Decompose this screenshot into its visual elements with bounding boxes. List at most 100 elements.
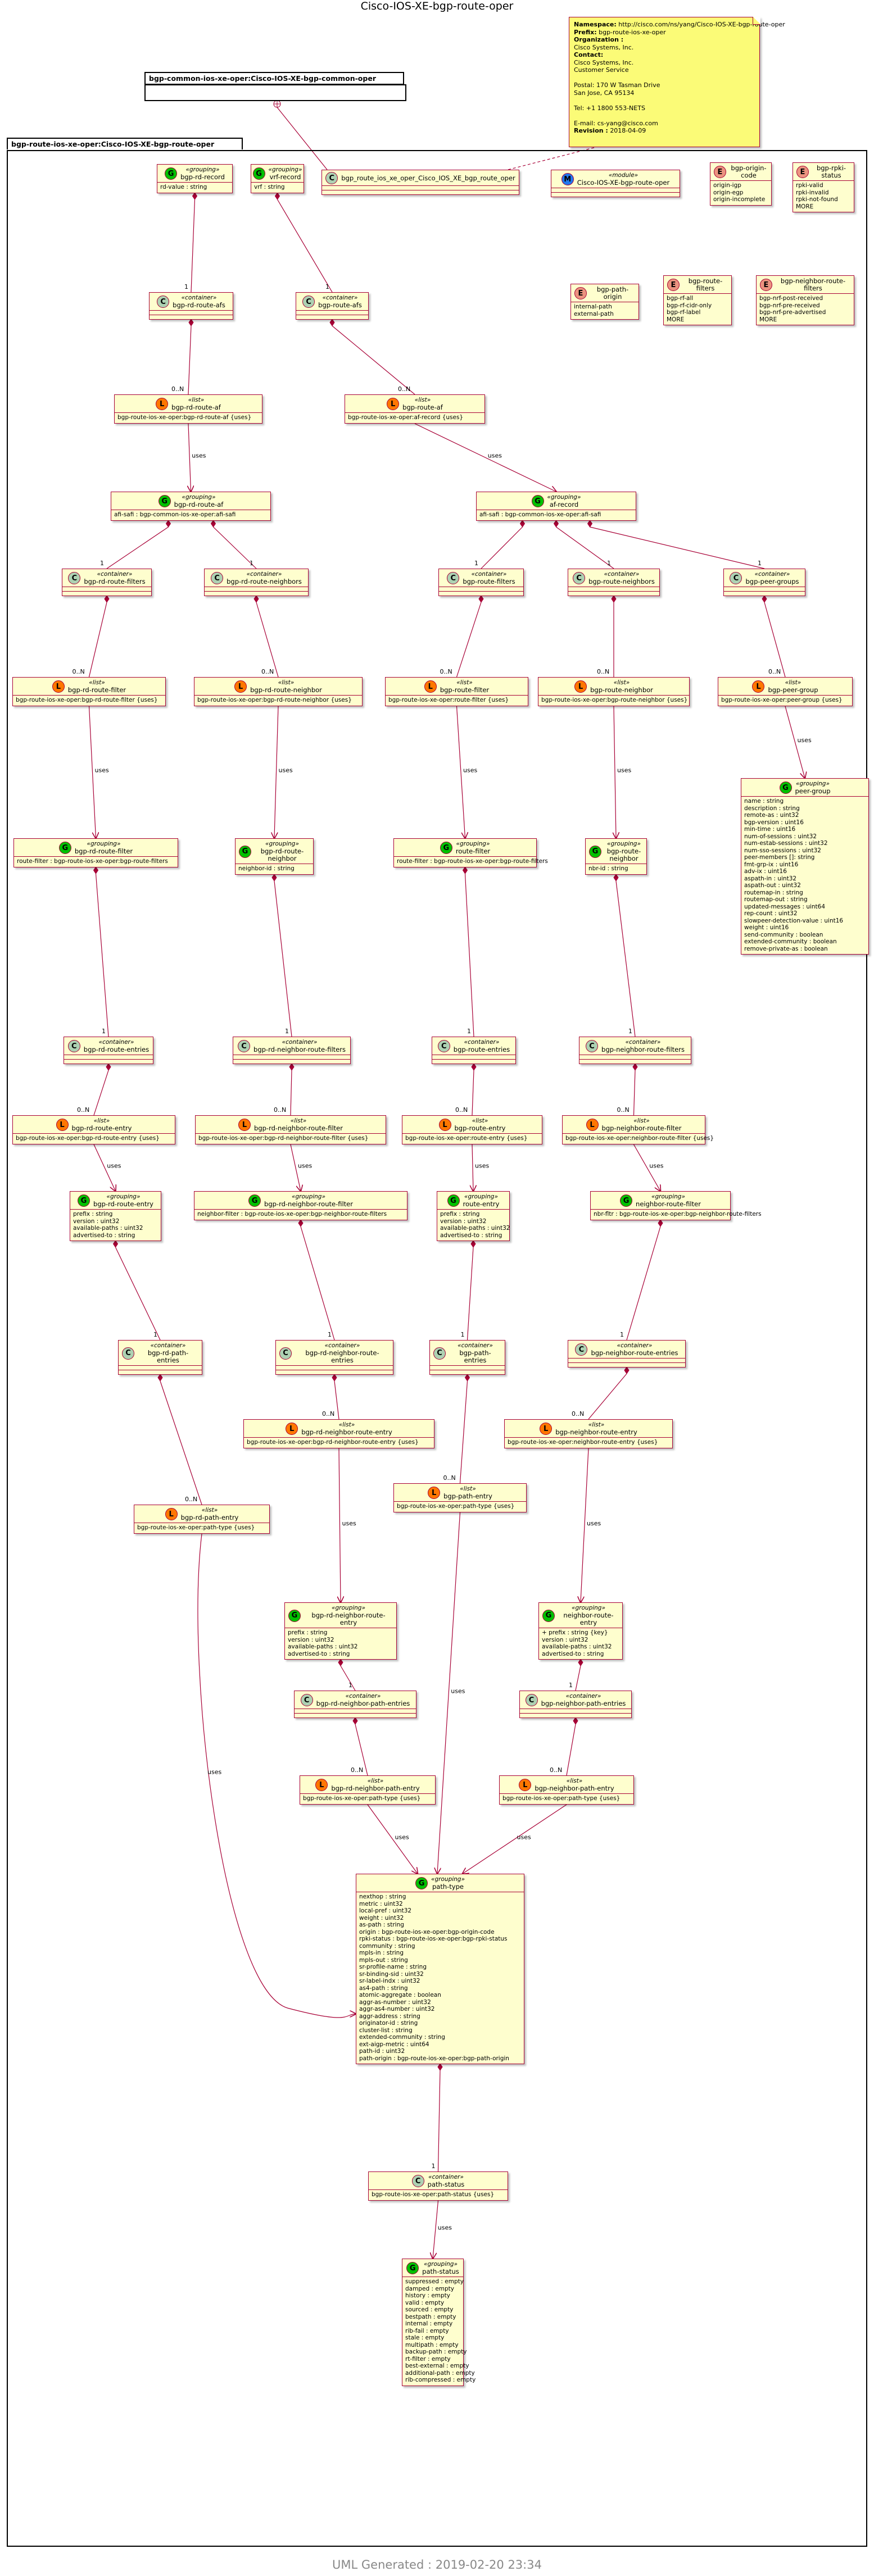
node-attributes: bgp-route-ios-xe-oper:neighbor-route-fil…	[563, 1133, 714, 1144]
node-name: bgp-rd-path-entries	[147, 1349, 189, 1364]
node-name: bgp-rd-neighbor-path-entry	[331, 1784, 420, 1792]
edge-24	[464, 873, 474, 1037]
edge-8	[213, 526, 257, 569]
node-attributes	[724, 587, 805, 591]
grouping-icon: G	[239, 845, 251, 858]
multiplicity-one: 1	[348, 1682, 352, 1689]
node-attributes: rd-value : string	[157, 182, 232, 193]
node-name: bgp-path-origin	[596, 285, 629, 301]
container-icon: C	[730, 572, 742, 584]
edge-9	[481, 526, 523, 569]
attribute: description : string	[744, 805, 800, 812]
node-attributes	[295, 1709, 416, 1713]
list-icon: L	[752, 680, 765, 693]
attribute: origin-incomplete	[713, 196, 766, 203]
attribute: bgp-route-ios-xe-oper:bgp-rd-neighbor-ro…	[198, 1135, 369, 1142]
attribute: rep-count : uint32	[744, 910, 798, 917]
enumeration-icon: E	[667, 279, 680, 291]
node-header: L«list»bgp-neighbor-route-entry	[505, 1420, 672, 1437]
multiplicity-many: 0..N	[261, 668, 274, 675]
edge-19	[456, 706, 465, 838]
edge-45	[575, 1665, 581, 1691]
node-header: G«grouping»bgp-rd-route-af	[111, 492, 270, 510]
attribute: as4-path : string	[359, 1984, 408, 1992]
enumeration-icon: E	[574, 287, 587, 299]
edge-4	[332, 325, 415, 395]
attribute: rpki-status : bgp-route-ios-xe-oper:bgp-…	[359, 1936, 508, 1942]
attribute: num-sso-sessions : uint32	[744, 847, 821, 854]
container-icon: C	[211, 572, 224, 584]
node-methods	[322, 190, 519, 194]
node-name: bgp-rd-route-afs	[173, 301, 225, 309]
node-header: G«grouping»route-filter	[394, 839, 536, 856]
edge-29	[633, 1070, 636, 1116]
edge-52	[437, 2070, 441, 2172]
node-header: L«list»bgp-rd-neighbor-path-entry	[300, 1776, 435, 1793]
attribute: origin : bgp-route-ios-xe-oper:bgp-origi…	[359, 1928, 495, 1936]
diagram-footer: UML Generated : 2019-02-20 23:34	[332, 2558, 542, 2572]
node-name: bgp-neighbor-route-filters	[780, 277, 846, 292]
package-main	[7, 150, 867, 2547]
node-header: C«container»bgp-route-entries	[432, 1037, 515, 1055]
uses-label: uses	[587, 1520, 601, 1527]
node-stereotype: «module»	[608, 172, 638, 179]
attribute: path-origin : bgp-route-ios-xe-oper:bgp-…	[359, 2055, 509, 2062]
node-header: G«grouping»bgp-route-neighbor	[586, 839, 646, 864]
grouping-icon: G	[620, 1194, 633, 1207]
node-stereotype: «grouping»	[292, 1193, 325, 1200]
multiplicity-many: 0..N	[398, 385, 410, 393]
node-header: G«grouping»path-status	[402, 2259, 463, 2277]
node-name: bgp-rd-route-neighbor	[260, 847, 304, 862]
edge-2	[277, 199, 333, 293]
node-methods	[150, 315, 233, 319]
multiplicity-one: 1	[461, 1331, 465, 1338]
attribute: bgp-route-ios-xe-oper:af-record {uses}	[348, 414, 464, 421]
node-header: G«grouping»peer-group	[741, 779, 868, 796]
node-name: bgp-rd-neighbor-route-filter	[254, 1124, 343, 1132]
multiplicity-one: 1	[325, 283, 329, 290]
node-methods	[551, 192, 680, 197]
node-name: bgp-peer-group	[768, 686, 818, 694]
node-header: C«container»bgp-route-afs	[296, 293, 368, 310]
attribute: version : uint32	[542, 1636, 588, 1643]
node-header: L«list»bgp-neighbor-route-filter	[563, 1116, 705, 1133]
attribute: bgp-rf-all	[667, 295, 694, 302]
attribute: bgp-version : uint16	[744, 819, 804, 826]
node-attributes: bgp-route-ios-xe-oper:route-filter {uses…	[386, 695, 528, 706]
node-attributes: bgp-route-ios-xe-oper:bgp-rd-route-neigh…	[194, 695, 362, 706]
container-icon: C	[573, 572, 586, 584]
node-name: route-entry	[463, 1200, 500, 1208]
node-header: C«container»bgp-neighbor-route-filters	[579, 1037, 691, 1055]
node-name: bgp-neighbor-route-filter	[601, 1124, 682, 1132]
node-stereotype: «container»	[98, 1039, 134, 1046]
list-icon: L	[165, 1508, 178, 1520]
node-stereotype: «container»	[464, 1039, 500, 1046]
uses-label: uses	[517, 1834, 531, 1841]
list-icon: L	[156, 398, 169, 410]
node-header: L«list»bgp-peer-group	[718, 678, 852, 695]
grouping-icon: G	[542, 1609, 555, 1622]
edge-7	[106, 526, 169, 569]
edge-20	[614, 706, 616, 838]
node-header: L«list»bgp-rd-route-af	[115, 395, 262, 412]
node-name: bgp-neighbor-route-filters	[601, 1046, 685, 1053]
multiplicity-one: 1	[153, 1331, 157, 1338]
attribute: prefix : string	[73, 1211, 113, 1217]
attribute: bgp-route-ios-xe-oper:bgp-rd-route-entry…	[16, 1135, 160, 1142]
node-header: C«container»bgp-path-entries	[430, 1341, 505, 1365]
edge-16	[764, 602, 786, 678]
edge-17	[88, 706, 96, 838]
node-bgp-rd-neighbor-path-entries: C«container»bgp-rd-neighbor-path-entries	[294, 1691, 416, 1718]
node-attributes: bgp-route-ios-xe-oper:bgp-rd-neighbor-ro…	[244, 1437, 434, 1448]
